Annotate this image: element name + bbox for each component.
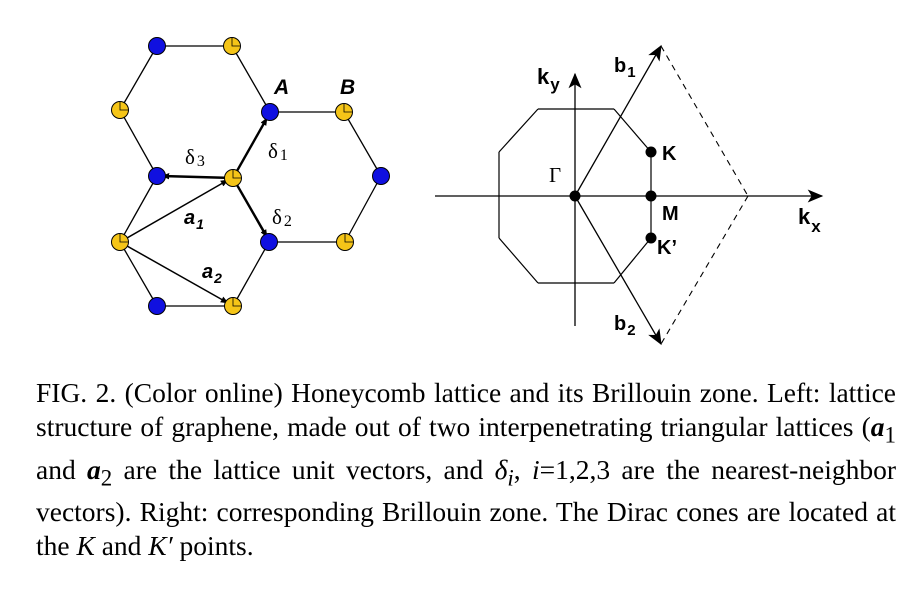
- site-A: [260, 233, 278, 251]
- figure-caption: FIG. 2. (Color online) Honeycomb lattice…: [36, 376, 896, 563]
- delta3-vector: [161, 173, 234, 180]
- bz-points: [569, 146, 657, 244]
- caption-text: are the lattice unit vectors, and: [112, 453, 495, 485]
- K-point: [645, 146, 657, 158]
- site-B-mark: [119, 234, 128, 243]
- caption-fig-label: FIG. 2.: [36, 377, 117, 408]
- a2-label: a2: [202, 261, 222, 286]
- caption-text: (Color online) Honeycomb lattice and its…: [36, 377, 897, 442]
- a1-vector: [119, 179, 229, 243]
- caption-text: ,: [513, 453, 532, 485]
- caption-i-var: i: [531, 453, 540, 485]
- caption-K-prime: K′: [148, 530, 173, 561]
- caption-a2-sub: 2: [100, 465, 113, 490]
- kx-label: kx: [798, 204, 821, 236]
- site-B-mark: [343, 104, 352, 113]
- K-prime-point: [645, 232, 657, 244]
- site-B-mark: [232, 170, 241, 179]
- brillouin-zone: ky kx b1 b2 Γ K M K’: [435, 44, 824, 346]
- delta2-vector: [231, 177, 269, 238]
- a1-label: a1: [184, 207, 204, 232]
- caption-K: K: [76, 530, 95, 561]
- b1-vector: [574, 44, 662, 197]
- site-B-label: B: [340, 76, 355, 99]
- site-A: [148, 297, 166, 315]
- caption-text: points.: [172, 530, 254, 561]
- reciprocal-vectors: [574, 44, 662, 346]
- M-label: M: [662, 203, 679, 225]
- lattice-vectors: [119, 117, 269, 304]
- site-B-mark: [344, 234, 353, 243]
- b1-label: b1: [614, 55, 636, 81]
- gamma-label: Γ: [549, 163, 561, 187]
- caption-a1-symbol: a: [870, 411, 885, 442]
- site-B-mark: [231, 38, 240, 47]
- caption-text: and: [94, 530, 149, 561]
- site-A: [148, 37, 166, 55]
- caption-delta-sub: i: [507, 465, 514, 490]
- caption-delta-symbol: δ: [494, 453, 508, 485]
- delta1-vector: [231, 117, 269, 179]
- caption-a2-symbol: a: [87, 453, 101, 485]
- site-B-mark: [232, 298, 241, 307]
- ky-label: ky: [537, 64, 560, 94]
- K-prime-label: K’: [657, 237, 677, 259]
- b2-label: b2: [614, 313, 636, 339]
- M-point: [645, 190, 657, 202]
- site-A: [261, 103, 279, 121]
- b2-vector: [574, 195, 662, 346]
- bz-dashed-lines: [660, 45, 749, 345]
- site-B-mark: [119, 102, 128, 111]
- caption-a1-sub: 1: [884, 422, 896, 448]
- caption-text: and: [36, 453, 88, 485]
- lattice-sites: [111, 37, 390, 315]
- a2-vector: [119, 241, 229, 304]
- gamma-point: [569, 190, 581, 202]
- site-A: [372, 167, 390, 185]
- K-label: K: [662, 143, 677, 165]
- site-A: [148, 167, 166, 185]
- site-A-label: A: [273, 76, 289, 99]
- caption-text: =1,2,3 are the nearest-neighbor vectors)…: [36, 453, 896, 562]
